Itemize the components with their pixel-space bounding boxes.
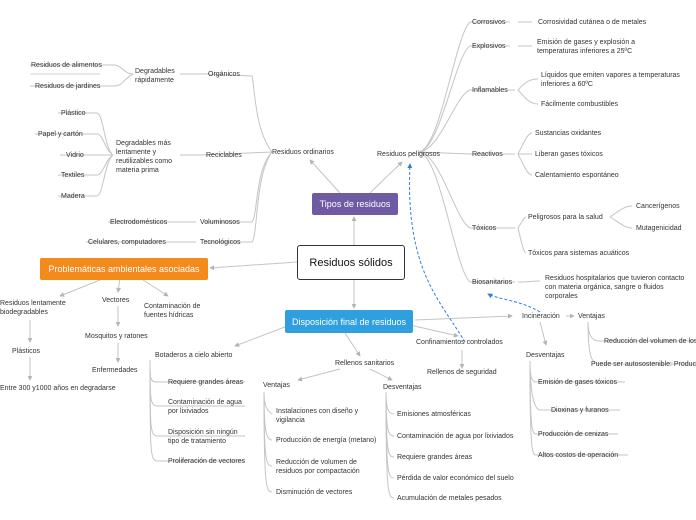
- vectores-label[interactable]: Vectores: [102, 297, 130, 304]
- ventajas-item-4[interactable]: Disminución de vectores: [276, 489, 353, 496]
- desventajas-label[interactable]: Desventajas: [383, 384, 422, 391]
- mosquitos-label[interactable]: Mosquitos y ratones: [85, 333, 148, 340]
- toxicos-desc-1[interactable]: Peligrosos para la salud: [528, 214, 603, 221]
- reactivos-label[interactable]: Reactivos: [472, 151, 503, 158]
- botaderos-item-4[interactable]: Proliferación de vectores: [168, 458, 246, 465]
- desventajas-item-3[interactable]: Requiere grandes áreas: [397, 454, 473, 461]
- ordinarios-label[interactable]: Residuos ordinarios: [272, 149, 334, 156]
- papel-label[interactable]: Papel y cartón: [38, 131, 83, 138]
- degradables-lento-label[interactable]: Degradables más lentamente y reutilizabl…: [116, 140, 173, 174]
- inflamables-desc-1[interactable]: Líquidos que emiten vapores a temperatur…: [541, 72, 680, 88]
- corrosivos-label[interactable]: Corrosivos: [472, 19, 506, 26]
- botaderos-item-3[interactable]: Disposición sin ningún tipo de tratamien…: [168, 429, 238, 445]
- tecnologicos-label[interactable]: Tecnológicos: [200, 239, 241, 246]
- reactivos-desc-2[interactable]: Liberan gases tóxicos: [535, 151, 603, 158]
- alimentos-label[interactable]: Residuos de alimentos: [31, 62, 102, 69]
- textiles-label[interactable]: Textiles: [61, 172, 85, 179]
- inflamables-desc-2[interactable]: Fácilmente combustibles: [541, 101, 619, 108]
- reactivos-desc-3[interactable]: Calentamiento espontáneo: [535, 172, 619, 179]
- desventajas-item-5[interactable]: Acumulación de metales pesados: [397, 495, 502, 502]
- inc-desventajas-item-3[interactable]: Producción de cenizas: [538, 431, 609, 438]
- toxicos-desc-2[interactable]: Tóxicos para sistemas acuáticos: [528, 250, 630, 257]
- reactivos-desc-1[interactable]: Sustancias oxidantes: [535, 130, 602, 137]
- electrodomesticos-label[interactable]: Electrodomésticos: [110, 219, 168, 226]
- ventajas-item-2[interactable]: Producción de energía (metano): [276, 437, 377, 444]
- mutagenicidad-label[interactable]: Mutagenicidad: [636, 225, 682, 232]
- problematicas-node[interactable]: Problemáticas ambientales asociadas: [40, 258, 208, 280]
- root-node[interactable]: Residuos sólidos: [297, 245, 405, 280]
- corrosivos-desc[interactable]: Corrosividad cutánea o de metales: [538, 19, 647, 26]
- plastico-label[interactable]: Plástico: [61, 110, 86, 117]
- disposicion-node[interactable]: Disposición final de residuos: [285, 310, 413, 333]
- ventajas-item-1[interactable]: Instalaciones con diseño y vigilancia: [276, 408, 359, 424]
- enfermedades-label[interactable]: Enfermedades: [92, 367, 138, 374]
- inflamables-label[interactable]: Inflamables: [472, 87, 508, 94]
- rellenos-label[interactable]: Rellenos sanitarios: [335, 360, 395, 367]
- tipos-node[interactable]: Tipos de residuos: [312, 193, 398, 215]
- voluminosos-label[interactable]: Voluminosos: [200, 219, 240, 226]
- inc-ventajas-item-1[interactable]: Reducción del volumen de los residuos: [604, 338, 696, 345]
- vidrio-label[interactable]: Vidrio: [66, 152, 84, 159]
- jardines-label[interactable]: Residuos de jardines: [35, 83, 101, 90]
- botaderos-item-1[interactable]: Requiere grandes áreas: [168, 379, 244, 386]
- cancerigenos-label[interactable]: Cancerígenos: [636, 203, 680, 210]
- inc-ventajas-label[interactable]: Ventajas: [578, 313, 605, 320]
- inc-desventajas-item-1[interactable]: Emisión de gases tóxicos: [538, 379, 617, 386]
- incineracion-label[interactable]: Incineración: [522, 313, 560, 320]
- desventajas-item-2[interactable]: Contaminación de agua por lixiviados: [397, 433, 514, 440]
- inc-ventajas-item-2[interactable]: Puede ser autosostenible: Produce energí…: [591, 361, 696, 368]
- biosanitarios-desc[interactable]: Residuos hospitalarios que tuvieron cont…: [545, 275, 685, 300]
- contaminacion-label[interactable]: Contaminación de fuentes hídricas: [144, 303, 201, 319]
- celulares-label[interactable]: Celulares, computadores: [88, 239, 166, 246]
- inc-desventajas-item-4[interactable]: Altos costos de operación: [538, 452, 619, 459]
- botaderos-label[interactable]: Botaderos a cielo abierto: [155, 352, 233, 359]
- confinamientos-label[interactable]: Confinamientos controlados: [416, 339, 503, 346]
- inc-desventajas-item-2[interactable]: Dioxinas y furanos: [551, 407, 609, 414]
- plasticos-label[interactable]: Plásticos: [12, 348, 41, 355]
- madera-label[interactable]: Madera: [61, 193, 85, 200]
- rellenos-seguridad-label[interactable]: Rellenos de seguridad: [427, 369, 497, 376]
- desventajas-item-1[interactable]: Emisiones atmosféricas: [397, 411, 471, 418]
- ventajas-label[interactable]: Ventajas: [263, 382, 290, 389]
- organicos-label[interactable]: Orgánicos: [208, 71, 240, 78]
- toxicos-label[interactable]: Tóxicos: [472, 225, 497, 232]
- explosivos-desc[interactable]: Emisión de gases y explosión a temperatu…: [537, 39, 636, 55]
- anios-label[interactable]: Entre 300 y1000 años en degradarse: [0, 385, 116, 392]
- desventajas-item-4[interactable]: Pérdida de valor económico del suelo: [397, 475, 514, 482]
- reciclables-label[interactable]: Reciclables: [206, 152, 242, 159]
- degradables-rapido-label[interactable]: Degradables rápidamente: [135, 68, 175, 84]
- explosivos-label[interactable]: Explosivos: [472, 43, 506, 50]
- inc-desventajas-label[interactable]: Desventajas: [526, 352, 565, 359]
- peligrosos-label[interactable]: Residuos peligrosos: [377, 151, 441, 158]
- biosanitarios-label[interactable]: Biosanitarios: [472, 279, 513, 286]
- lentamente-label[interactable]: Residuos lentamente biodegradables: [0, 300, 66, 316]
- ventajas-item-3[interactable]: Reducción de volumen de residuos por com…: [276, 459, 360, 475]
- botaderos-item-2[interactable]: Contaminación de agua por lixiviados: [168, 399, 242, 415]
